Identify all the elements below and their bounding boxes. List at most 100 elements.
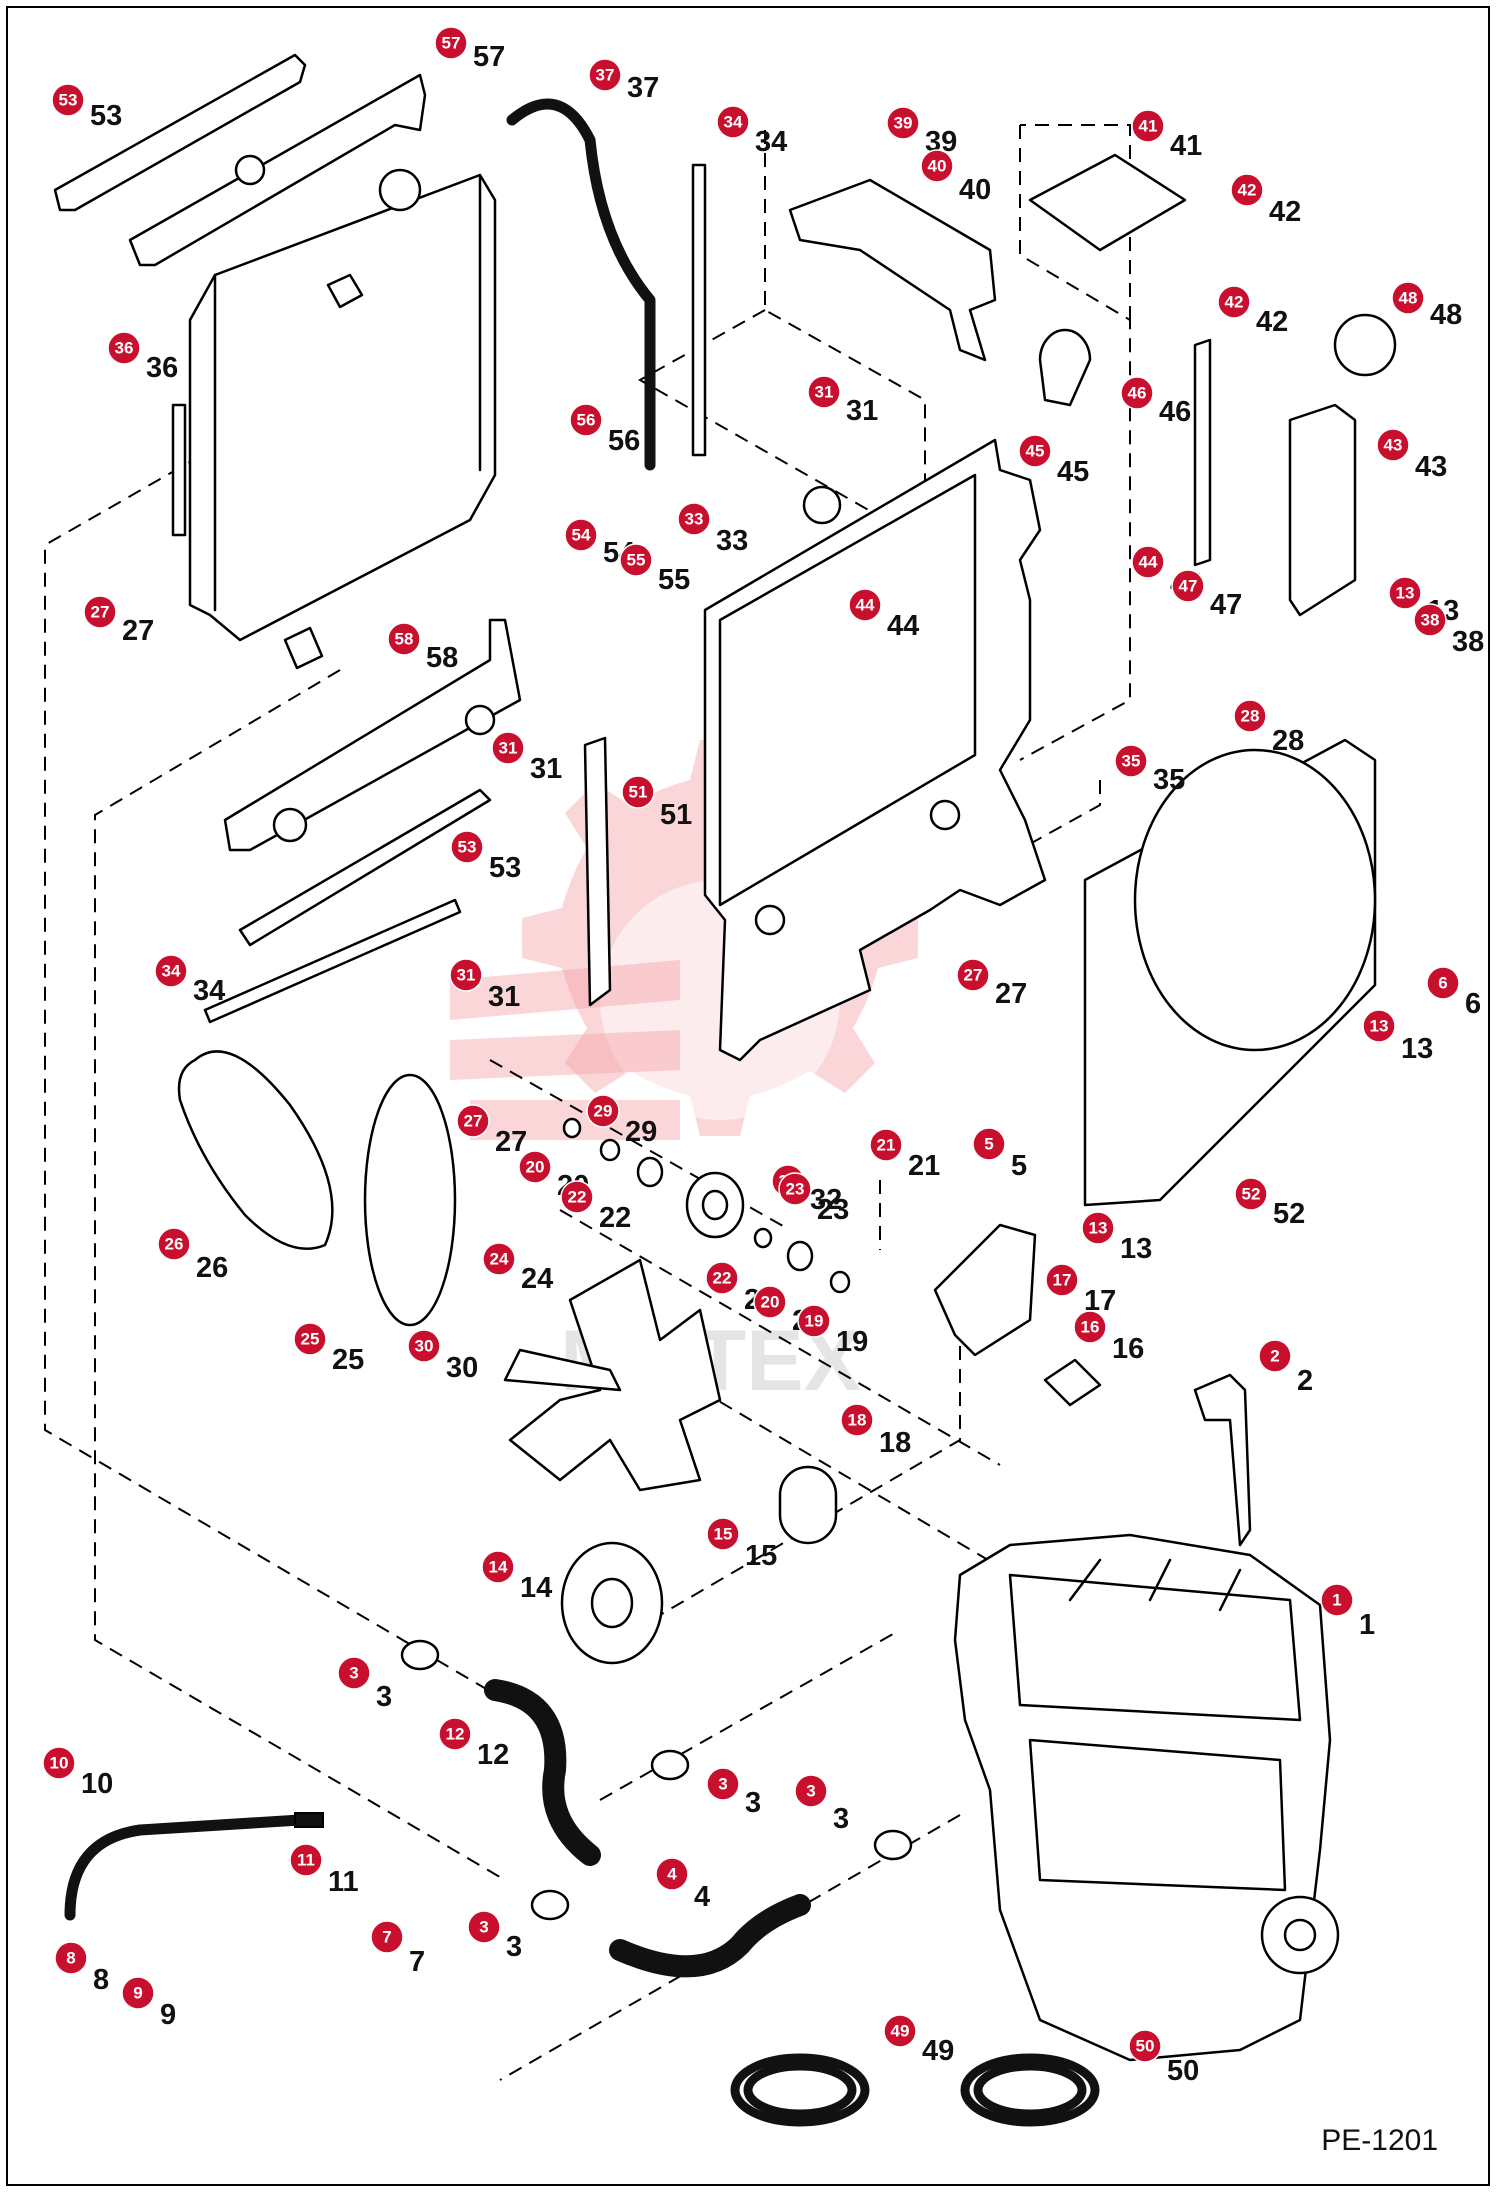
callout-1[interactable]: 11 [1320, 1583, 1375, 1641]
callout-badge-number: 38 [1421, 611, 1440, 630]
part-number-label: 6 [1465, 988, 1481, 1020]
seal-53-lower [238, 788, 492, 947]
part-number-label: 12 [477, 1739, 509, 1771]
part-number-label: 46 [1159, 396, 1191, 428]
part-number-label: 42 [1269, 196, 1301, 228]
clamp-3-a [400, 1639, 440, 1671]
callout-28[interactable]: 28 28 [1233, 699, 1304, 757]
part-number-label: 31 [488, 981, 520, 1013]
callout-8[interactable]: 88 [54, 1941, 109, 1996]
part-number-label: 5 [1011, 1150, 1027, 1182]
callout-badge [883, 2014, 917, 2048]
callout-badge-number: 31 [499, 739, 518, 758]
figure-id: PE-1201 [1321, 2124, 1438, 2157]
callout-badge [154, 954, 188, 988]
callout-20[interactable]: 2020 [518, 1150, 589, 1202]
part-number-label: 4 [694, 1881, 710, 1913]
callout-3[interactable]: 33 [706, 1767, 761, 1819]
callout-badge-number: 4 [667, 1865, 677, 1884]
callout-badge [794, 1774, 828, 1808]
callout-badge [51, 83, 85, 117]
callout-2[interactable]: 22 [1258, 1339, 1313, 1397]
callout-badge-number: 50 [1136, 2037, 1155, 2056]
callout-badge-number: 53 [59, 91, 78, 110]
clamp-3-d [530, 1889, 570, 1921]
callout-5[interactable]: 55 [972, 1127, 1027, 1182]
callout-badge [920, 149, 954, 183]
callout-badge-number: 14 [489, 1558, 508, 1577]
part-number-label: 49 [922, 2035, 954, 2067]
callout-7[interactable]: 77 [370, 1920, 425, 1978]
callout-badge [705, 1261, 739, 1295]
callout-badge-number: 28 [1241, 707, 1260, 726]
callout-3[interactable]: 33 [467, 1910, 522, 1963]
callout-badge-number: 51 [629, 783, 648, 802]
seal-strip-34 [691, 163, 707, 457]
callout-4[interactable]: 44 [655, 1857, 710, 1913]
callout-3[interactable]: 33 [794, 1774, 849, 1835]
callout-3[interactable]: 33 [337, 1656, 392, 1713]
callout-badge-number: 35 [1122, 752, 1141, 771]
callout-badge-number: 49 [891, 2022, 910, 2041]
callout-6[interactable]: 66 [1426, 966, 1481, 1020]
callout-badge [121, 1976, 155, 2010]
callout-49[interactable]: 49 49 [883, 2014, 954, 2067]
bracket-57 [128, 73, 427, 267]
callout-51[interactable]: 51 51 [621, 775, 692, 831]
part-number-label: 51 [660, 799, 692, 831]
part-number-label: 28 [1272, 725, 1304, 757]
callout-9[interactable]: 99 [121, 1976, 176, 2031]
